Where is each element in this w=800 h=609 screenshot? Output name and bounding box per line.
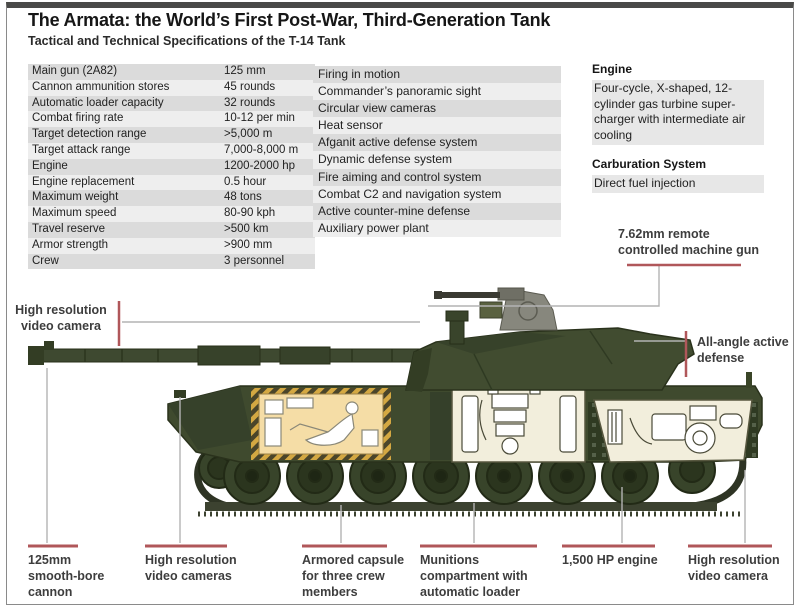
gun-mantlet <box>406 348 432 392</box>
spec-label: Combat firing rate <box>32 112 124 125</box>
spec-value: >5,000 m <box>224 128 273 141</box>
spec-label: Travel reserve <box>32 222 106 235</box>
table-row: Armor strength >900 mm <box>28 237 315 254</box>
page-subtitle: Tactical and Technical Specifications of… <box>28 34 346 48</box>
table-row: Maximum speed 80-90 kph <box>28 206 315 222</box>
table-row: Target detection range >5,000 m <box>28 127 315 143</box>
spec-value: 7,000-8,000 m <box>224 143 299 156</box>
spec-value: 10-12 per min <box>224 112 295 125</box>
list-item: Firing in motion <box>313 66 561 84</box>
callout-cameras-front: High resolution video cameras <box>145 553 237 583</box>
spec-label: Main gun (2A82) <box>32 65 118 77</box>
table-row: Main gun (2A82) 125 mm <box>28 64 315 80</box>
spec-label: Crew <box>32 254 59 267</box>
table-row: Engine 1200-2000 hp <box>28 158 315 175</box>
commander-sight <box>449 317 465 345</box>
red-markers <box>28 263 772 548</box>
spec-label: Maximum speed <box>32 207 117 220</box>
table-row: Travel reserve >500 km <box>28 221 315 238</box>
engine-description: Four-cycle, X-shaped, 12-cylinder gas tu… <box>592 79 764 146</box>
spec-label: Target detection range <box>32 128 147 141</box>
spec-value: 45 rounds <box>224 80 276 93</box>
ammo-box <box>479 301 503 319</box>
feature-list: Firing in motion Commander’s panoramic s… <box>313 66 561 237</box>
list-item: Active counter-mine defense <box>313 202 561 220</box>
callout-armored-capsule: Armored capsule for three crew members <box>302 553 405 599</box>
carburation-heading: Carburation System <box>592 157 707 172</box>
hull-glacis <box>168 386 252 450</box>
spec-label: Cannon ammunition stores <box>32 80 170 93</box>
spec-value: 80-90 kph <box>224 207 276 220</box>
tank-turret <box>405 310 695 392</box>
spec-value: 0.5 hour <box>224 175 267 188</box>
table-row: Combat firing rate 10-12 per min <box>28 111 315 128</box>
front-camera-block <box>174 390 186 398</box>
callout-machine-gun: 7.62mm remote controlled machine gun <box>618 227 759 257</box>
spec-value: 48 tons <box>224 191 262 204</box>
page-title: The Armata: the World’s First Post-War, … <box>28 10 551 30</box>
spec-value: 125 mm <box>224 65 266 77</box>
spec-label: Engine replacement <box>32 175 135 188</box>
crew-capsule-cutaway <box>251 388 391 460</box>
spec-value: 32 rounds <box>224 96 276 109</box>
crew-figure-head <box>345 401 359 415</box>
spec-label: Target attack range <box>32 143 131 156</box>
table-row: Maximum weight 48 tons <box>28 190 315 207</box>
leader-lines <box>46 264 746 543</box>
table-row: Cannon ammunition stores 45 rounds <box>28 79 315 96</box>
munitions-cutaway <box>451 387 586 463</box>
spec-label: Maximum weight <box>32 191 119 204</box>
callout-camera-rear: High resolution video camera <box>688 553 780 583</box>
spec-label: Armor strength <box>32 238 109 251</box>
spec-value: 3 personnel <box>224 254 285 267</box>
engine-cutaway <box>593 399 753 463</box>
spec-value: >500 km <box>224 222 269 235</box>
list-item: Dynamic defense system <box>313 151 561 169</box>
tank-barrel <box>28 341 439 366</box>
callout-engine-hp: 1,500 HP engine <box>562 553 658 567</box>
list-item: Heat sensor <box>313 117 561 135</box>
leader-line <box>428 264 660 307</box>
carburation-description: Direct fuel injection <box>592 174 764 193</box>
table-row: Crew 3 personnel <box>28 253 315 270</box>
list-item: Fire aiming and control system <box>313 168 561 186</box>
rear-camera-mast <box>746 372 752 388</box>
machine-gun-barrel <box>440 292 500 298</box>
machine-gun-body <box>497 287 525 301</box>
callout-munitions: Munitions compartment with automatic loa… <box>420 553 528 599</box>
barrel-sight-nub <box>44 341 54 350</box>
callout-cannon: 125mm smooth-bore cannon <box>28 553 105 599</box>
spec-value: 1200-2000 hp <box>224 159 295 172</box>
spec-value: >900 mm <box>224 238 273 251</box>
engine-heading: Engine <box>592 62 633 76</box>
table-row: Automatic loader capacity 32 rounds <box>28 95 315 112</box>
crew-figure-body <box>304 413 355 446</box>
spec-label: Automatic loader capacity <box>32 96 164 109</box>
list-item: Commander’s panoramic sight <box>313 83 561 101</box>
list-item: Circular view cameras <box>313 100 561 118</box>
list-item: Combat C2 and navigation system <box>313 185 561 203</box>
callout-all-angle-defense: All-angle active defense <box>697 335 789 365</box>
list-item: Auxiliary power plant <box>313 219 561 237</box>
table-row: Target attack range 7,000-8,000 m <box>28 142 315 159</box>
callout-camera-top-left: High resolution video camera <box>15 303 107 333</box>
engine-panel: Engine Four-cycle, X-shaped, 12-cylinder… <box>592 62 764 205</box>
spec-table: Main gun (2A82) 125 mm Cannon ammunition … <box>28 64 315 270</box>
list-item: Afganit active defense system <box>313 134 561 152</box>
spec-label: Engine <box>32 159 68 172</box>
table-row: Engine replacement 0.5 hour <box>28 174 315 191</box>
